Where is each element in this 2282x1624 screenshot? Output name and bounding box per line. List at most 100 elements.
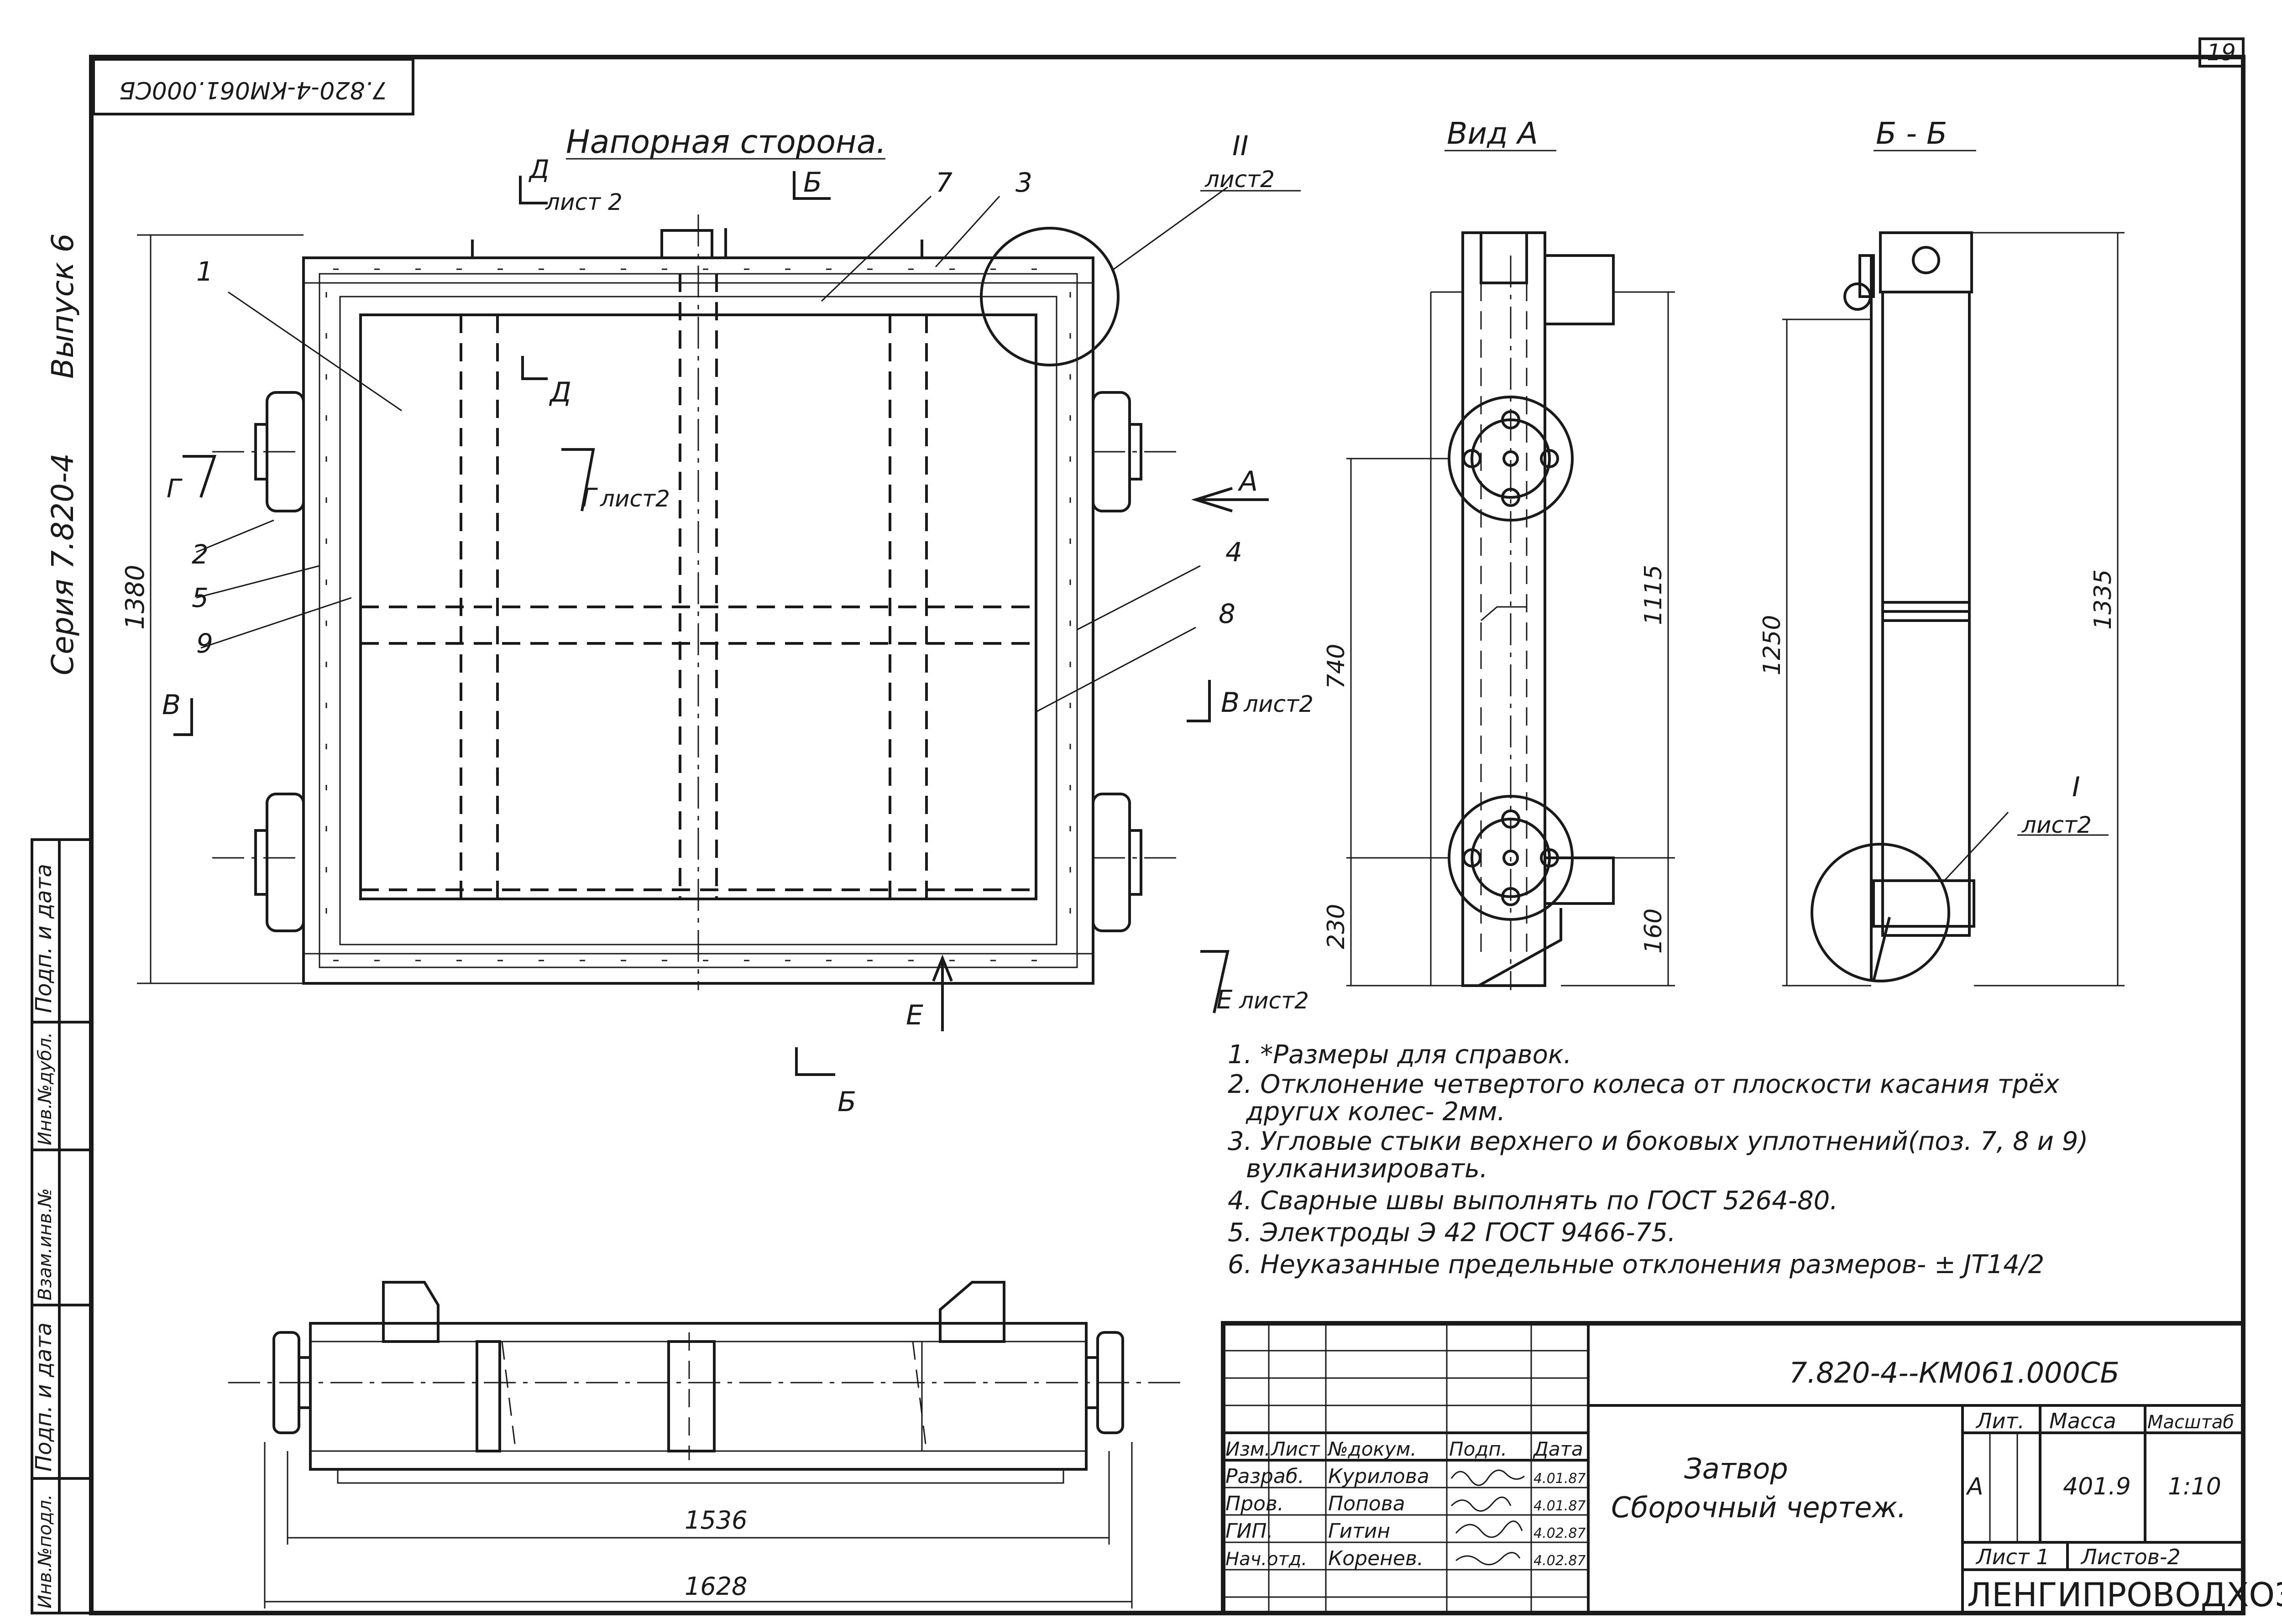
mark-d-inner: Д xyxy=(549,376,571,408)
issue-label: Выпуск 6 xyxy=(45,233,80,379)
callout-7: 7 xyxy=(936,167,953,198)
callout-8: 8 xyxy=(1219,598,1235,629)
strip-label-5: Инв.№подл. xyxy=(35,1494,56,1608)
mark-e-label: Е xyxy=(1216,985,1233,1015)
note-4: 4. Сварные швы выполнять по ГОСТ 5264-80… xyxy=(1228,1186,1838,1216)
note-6: 6. Неуказанные предельные отклонения раз… xyxy=(1228,1250,2044,1279)
inverted-stamp: 7.820-4-КМ061.000СБ xyxy=(92,58,414,115)
mark-g-left: Г xyxy=(167,474,183,504)
row1-date: 4.01.87 xyxy=(1534,1471,1586,1487)
wheel-left-top xyxy=(212,391,305,512)
dim-1115: 1115 xyxy=(1640,565,1667,625)
sheet-label: Лист 1 xyxy=(1975,1545,2049,1569)
row3-date: 4.02.87 xyxy=(1534,1525,1586,1541)
note-2-cont: другuх колес- 2мм. xyxy=(1246,1097,1505,1127)
wheel-right-bottom xyxy=(1092,793,1182,932)
wheel-left-bottom xyxy=(212,793,305,932)
note-5: 5. Электроды Э 42 ГОСТ 9466-75. xyxy=(1228,1218,1676,1248)
org-name: ЛЕНГИПРОВОДХОЗ xyxy=(1967,1576,2282,1614)
note-3: 3. Угловые стыки верхнего и боковых упло… xyxy=(1228,1127,2088,1156)
mark-e-bottom: Е xyxy=(906,999,923,1031)
signatures xyxy=(1450,1469,1525,1566)
mark-d-top: Д xyxy=(528,155,550,184)
detail-i-sheet: лист2 xyxy=(2021,812,2092,838)
section-bb-title: Б - Б xyxy=(1876,116,1947,151)
mark-a-arrow: А xyxy=(1237,465,1258,497)
detail-ii-sheet: лист2 xyxy=(1204,166,1275,193)
bottom-view: 1536 1628 xyxy=(228,1281,1187,1608)
sheet-number: 19 xyxy=(2207,39,2236,66)
mark-v-right-sheet: лист2 xyxy=(1243,691,1314,717)
scale-label: Масштаб xyxy=(2147,1412,2234,1433)
mass-value: 401.9 xyxy=(2063,1473,2131,1500)
mark-g-inner-sheet: лист2 xyxy=(600,486,670,512)
scale-value: 1:10 xyxy=(2168,1473,2221,1500)
detail-i-label: I xyxy=(2072,771,2080,803)
doc-code: 7.820-4--КМ061.000СБ xyxy=(1789,1356,2120,1389)
callout-9: 9 xyxy=(196,628,213,659)
title-block: Изм. Лист №докум. Подп. Дата Разраб. Кур… xyxy=(1221,1321,2282,1615)
lit-value: А xyxy=(1966,1473,1984,1500)
strip-label-2: Инв.№дубл. xyxy=(35,1032,56,1145)
callout-4: 4 xyxy=(1225,537,1242,568)
notes-block: 1. *Размеры для справок. 2. Отклонение ч… xyxy=(1228,1040,2088,1279)
dim-1250: 1250 xyxy=(1759,615,1786,675)
strip-label-3: Взам.инв.№ xyxy=(35,1188,56,1300)
doc-name-1: Затвор xyxy=(1684,1452,1788,1485)
left-strip: Подп. и дата Инв.№дубл. Взам.инв.№ Подп.… xyxy=(31,838,93,1614)
dim-160: 160 xyxy=(1640,909,1667,954)
dim-740: 740 xyxy=(1323,644,1350,689)
row2-name: Попова xyxy=(1328,1492,1405,1515)
mark-v-left: В xyxy=(162,689,181,721)
inverted-doc-code: 7.820-4-КМ061.000СБ xyxy=(119,76,387,104)
mark-g-inner: Г xyxy=(582,483,598,513)
hdr-list: Лист xyxy=(1270,1438,1320,1460)
callout-1: 1 xyxy=(196,256,213,287)
mark-e-label-sheet: лист2 xyxy=(1239,987,1309,1014)
mark-b-top: Б xyxy=(803,167,822,198)
note-2: 2. Отклонение четвертого колеса от плоск… xyxy=(1228,1070,2060,1099)
row4-date: 4.02.87 xyxy=(1534,1553,1586,1569)
dim-1628: 1628 xyxy=(685,1572,747,1601)
row4-name: Коренев. xyxy=(1328,1547,1424,1570)
callout-3: 3 xyxy=(1015,167,1032,198)
row2-role: Пров. xyxy=(1225,1492,1284,1515)
note-1: 1. *Размеры для справок. xyxy=(1228,1040,1572,1070)
mark-d-top-sheet: лист 2 xyxy=(545,189,623,215)
detail-ii-label: II xyxy=(1232,130,1248,162)
sheets-label: Листов-2 xyxy=(2080,1545,2181,1569)
row3-role: ГИП. xyxy=(1225,1520,1273,1543)
dim-1335: 1335 xyxy=(2089,569,2117,630)
section-bb: Б - Б I лист2 1250 1335 xyxy=(1759,116,2125,987)
detail-circle-i xyxy=(1811,843,1950,982)
mark-b-bottom: Б xyxy=(837,1086,856,1118)
hdr-podp: Подп. xyxy=(1449,1438,1507,1460)
detail-circle-ii xyxy=(980,227,1120,366)
row4-role: Нач.отд. xyxy=(1225,1549,1307,1570)
dim-230: 230 xyxy=(1323,904,1350,949)
row2-date: 4.01.87 xyxy=(1534,1498,1586,1514)
view-a: Вид А 740 230 xyxy=(1323,116,1675,990)
row3-name: Гитин xyxy=(1328,1520,1390,1543)
hdr-izm: Изм. xyxy=(1225,1438,1271,1460)
callout-2: 2 xyxy=(192,539,209,570)
strip-label-1: Подп. и дата xyxy=(31,864,57,1013)
strip-label-4: Подп. и дата xyxy=(31,1322,57,1472)
wheel-right-top xyxy=(1092,391,1182,512)
hdr-data: Дата xyxy=(1533,1438,1583,1460)
dim-1380: 1380 xyxy=(120,564,150,630)
mass-label: Масса xyxy=(2049,1409,2116,1433)
row1-role: Разраб. xyxy=(1225,1465,1304,1488)
row1-name: Курилова xyxy=(1328,1465,1429,1488)
plan-view: Напорная сторона. xyxy=(120,123,1314,1118)
plan-view-title: Напорная сторона. xyxy=(566,123,886,161)
dim-1536: 1536 xyxy=(685,1506,747,1535)
callout-5: 5 xyxy=(192,582,209,613)
series-label: Серия 7.820-4 xyxy=(45,453,80,675)
hdr-dokum: №докум. xyxy=(1327,1438,1417,1460)
doc-name-2: Сборочный чертеж. xyxy=(1611,1491,1906,1524)
sheet-frame: 19 xyxy=(89,37,2245,1615)
lit-label: Лит. xyxy=(1975,1409,2025,1433)
mark-v-right: В xyxy=(1221,687,1240,719)
